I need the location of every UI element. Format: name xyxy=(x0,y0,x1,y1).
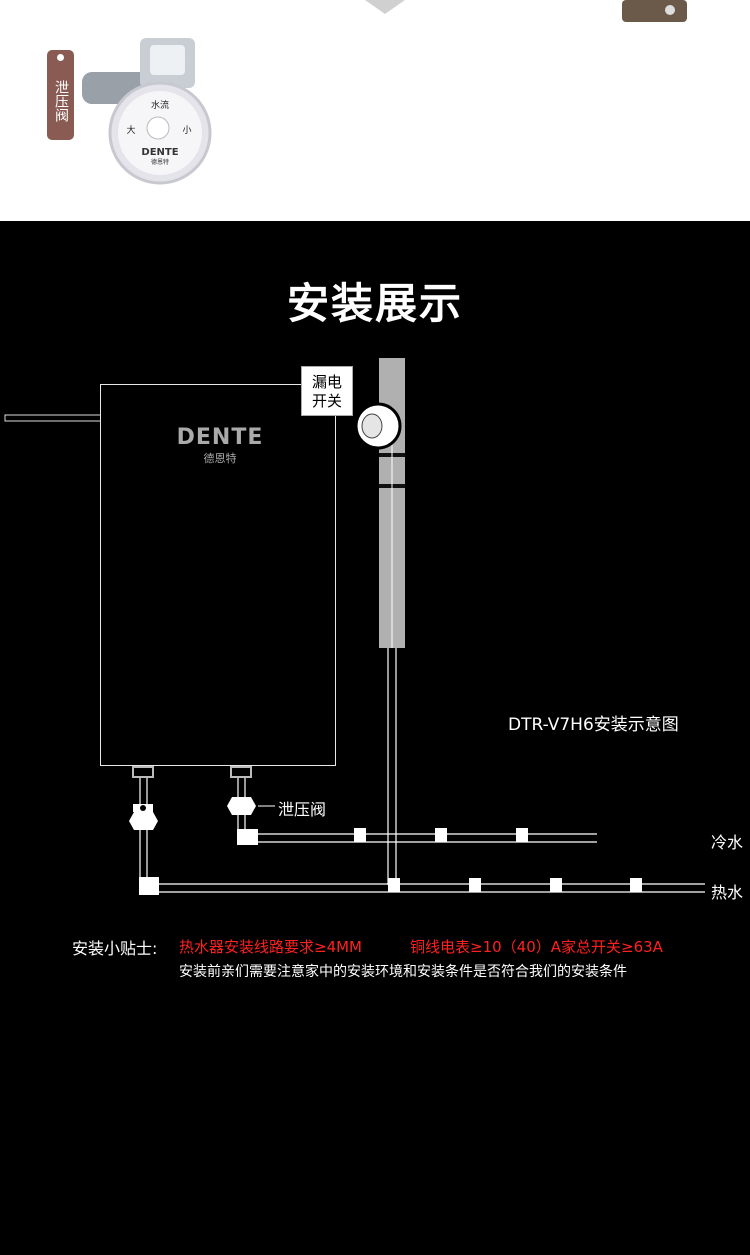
valve-photo: 水流 大 小 DENTE 德恩特 xyxy=(82,0,687,185)
pipe-fittings xyxy=(139,828,642,895)
leakage-switch-box: 漏电 开关 xyxy=(301,366,353,416)
leakage-switch-line2: 开关 xyxy=(311,392,342,410)
heater-brand: DENTE xyxy=(176,425,264,450)
section-title: 安装展示 xyxy=(286,279,463,328)
power-cable xyxy=(4,414,102,422)
hot-pipe xyxy=(139,778,705,893)
tag-hole xyxy=(57,54,64,61)
hot-valve-dot xyxy=(140,805,146,811)
shower-head-face xyxy=(361,413,383,439)
knob-right-text: 小 xyxy=(182,125,191,136)
knob-center xyxy=(146,116,170,140)
tips-req-meter: 铜线电表≥10（40）A家总开关≥63A xyxy=(410,938,663,956)
water-heater-outline xyxy=(100,384,336,766)
tips-req-wire: 热水器安装线路要求≥4MM xyxy=(179,938,362,956)
knob-brand-text: DENTE xyxy=(141,147,178,158)
cold-pipe xyxy=(237,648,597,885)
model-caption: DTR-V7H6安装示意图 xyxy=(508,715,679,735)
valve-tag: 泄压阀 xyxy=(47,50,74,140)
knob-left-text: 大 xyxy=(126,124,135,136)
bracket-screw xyxy=(665,5,675,15)
valve-tag-label: 泄压阀 xyxy=(53,80,69,122)
fitting-fragment xyxy=(365,0,405,14)
valve-top-highlight xyxy=(150,45,185,75)
knob-brand-cn-text: 德恩特 xyxy=(151,158,169,166)
hot-water-label: 热水 xyxy=(711,883,744,902)
knob-top-text: 水流 xyxy=(151,99,169,111)
hot-valve xyxy=(129,812,158,830)
tips-title: 安装小贴士: xyxy=(72,939,158,958)
tips-note: 安装前亲们需要注意家中的安装环境和安装条件是否符合我们的安装条件 xyxy=(179,964,627,980)
relief-valve xyxy=(227,797,256,815)
leakage-switch-line1: 漏电 xyxy=(311,373,342,391)
cold-water-label: 冷水 xyxy=(711,833,744,852)
relief-valve-label: 泄压阀 xyxy=(278,800,327,819)
heater-brand-cn: 德恩特 xyxy=(203,452,237,465)
heater-connectors xyxy=(132,766,252,778)
product-photo-area: 水流 大 小 DENTE 德恩特 泄压阀 xyxy=(0,0,750,221)
